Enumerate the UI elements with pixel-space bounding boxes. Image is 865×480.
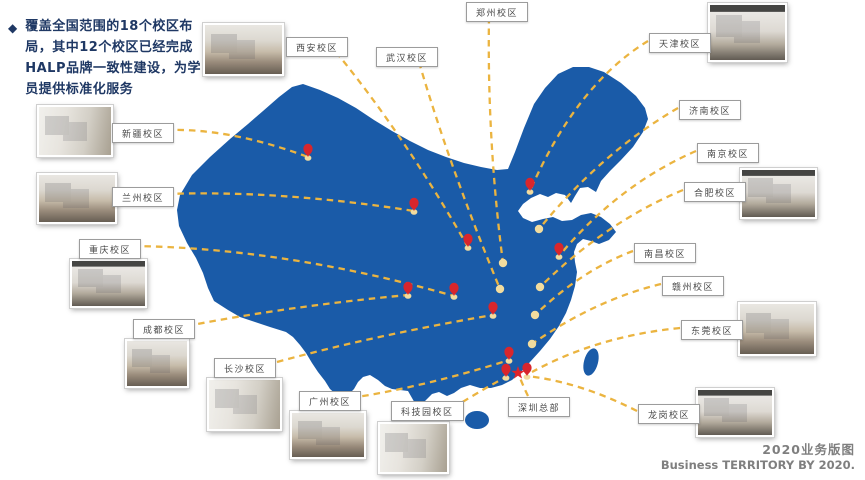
label-lanzhou: 兰州校区 xyxy=(112,187,175,207)
photo-lanzhou xyxy=(37,173,117,224)
marker-xinjiang xyxy=(303,143,313,161)
label-hefei: 合肥校区 xyxy=(684,182,747,202)
connector-guangzhou xyxy=(350,358,510,400)
label-dongguan: 东莞校区 xyxy=(681,320,744,340)
connector-changsha xyxy=(265,313,494,367)
label-xian: 西安校区 xyxy=(286,37,349,57)
connector-tianjin xyxy=(528,40,649,192)
footer-title-cn: 2020业务版图 xyxy=(762,442,855,457)
label-nanjing: 南京校区 xyxy=(697,143,760,163)
intro-block: ◆ 覆盖全国范围的18个校区布局，其中12个校区已经完成HALP品牌一致性建设，… xyxy=(8,16,214,100)
marker-longgang xyxy=(522,362,532,380)
marker-lanzhou xyxy=(409,197,419,215)
label-longgang: 龙岗校区 xyxy=(638,404,701,424)
connector-jinan xyxy=(538,107,679,230)
marker-chongqing xyxy=(449,282,459,300)
photo-changsha xyxy=(207,378,282,431)
marker-ganzhou xyxy=(527,339,537,349)
photo-chengdu xyxy=(125,339,189,388)
footer-title-en: Business TERRITORY BY 2020. xyxy=(660,458,855,472)
footer-caption: 2020业务版图 Business TERRITORY BY 2020. xyxy=(661,439,855,472)
connector-shenzhen_hq xyxy=(516,372,530,397)
connector-xian xyxy=(335,51,469,248)
marker-nanchang xyxy=(530,310,540,320)
marker-wuhan xyxy=(495,284,505,294)
label-jinan: 济南校区 xyxy=(679,100,742,120)
marker-chengdu xyxy=(403,281,413,299)
label-changsha: 长沙校区 xyxy=(214,358,277,378)
connector-xinjiang xyxy=(165,128,309,159)
connector-nanchang xyxy=(534,249,634,316)
label-chengdu: 成都校区 xyxy=(133,319,196,339)
photo-longgang xyxy=(696,388,774,437)
photo-xian xyxy=(203,23,284,76)
photo-hefei xyxy=(740,168,817,219)
label-tianjin: 天津校区 xyxy=(649,33,712,53)
label-xinjiang: 新疆校区 xyxy=(112,123,175,143)
label-guangzhou: 广州校区 xyxy=(299,391,362,411)
marker-shenzhen_hq xyxy=(511,366,525,379)
label-ganzhou: 赣州校区 xyxy=(662,276,725,296)
marker-jinan xyxy=(534,224,544,234)
photo-guangzhou xyxy=(290,411,366,459)
photo-xinjiang xyxy=(37,105,113,157)
marker-zhengzhou xyxy=(498,258,508,268)
connector-nanjing xyxy=(558,149,697,257)
marker-guangzhou xyxy=(504,346,514,364)
marker-nanjing xyxy=(554,242,564,260)
photo-tianjin xyxy=(708,3,787,62)
connector-ganzhou xyxy=(531,282,662,345)
connector-wuhan xyxy=(417,61,502,290)
connector-longgang xyxy=(526,374,638,413)
intro-paragraph: 覆盖全国范围的18个校区布局，其中12个校区已经完成HALP品牌一致性建设，为学… xyxy=(25,19,201,98)
marker-hefei xyxy=(535,282,545,292)
photo-chongqing xyxy=(70,259,147,308)
photo-dongguan xyxy=(738,302,816,356)
marker-tianjin xyxy=(525,177,535,195)
label-wuhan: 武汉校区 xyxy=(376,47,439,67)
label-chongqing: 重庆校区 xyxy=(79,239,142,259)
label-kejiyuan: 科技园校区 xyxy=(391,401,464,421)
label-zhengzhou: 郑州校区 xyxy=(466,2,529,22)
label-nanchang: 南昌校区 xyxy=(634,243,697,263)
campus-markers xyxy=(303,143,564,381)
connector-dongguan xyxy=(531,326,681,374)
marker-xian xyxy=(463,233,473,251)
photo-kejiyuan xyxy=(378,422,449,474)
marker-changsha xyxy=(488,301,498,319)
taiwan-island xyxy=(583,348,599,376)
diamond-bullet-icon: ◆ xyxy=(8,21,18,35)
connector-lanzhou xyxy=(165,192,415,213)
hainan-island xyxy=(465,411,489,429)
china-map xyxy=(177,67,648,405)
connector-hefei xyxy=(539,188,684,288)
marker-kejiyuan xyxy=(501,363,511,381)
label-shenzhen_hq: 深圳总部 xyxy=(508,397,571,417)
connector-chengdu xyxy=(186,293,409,328)
